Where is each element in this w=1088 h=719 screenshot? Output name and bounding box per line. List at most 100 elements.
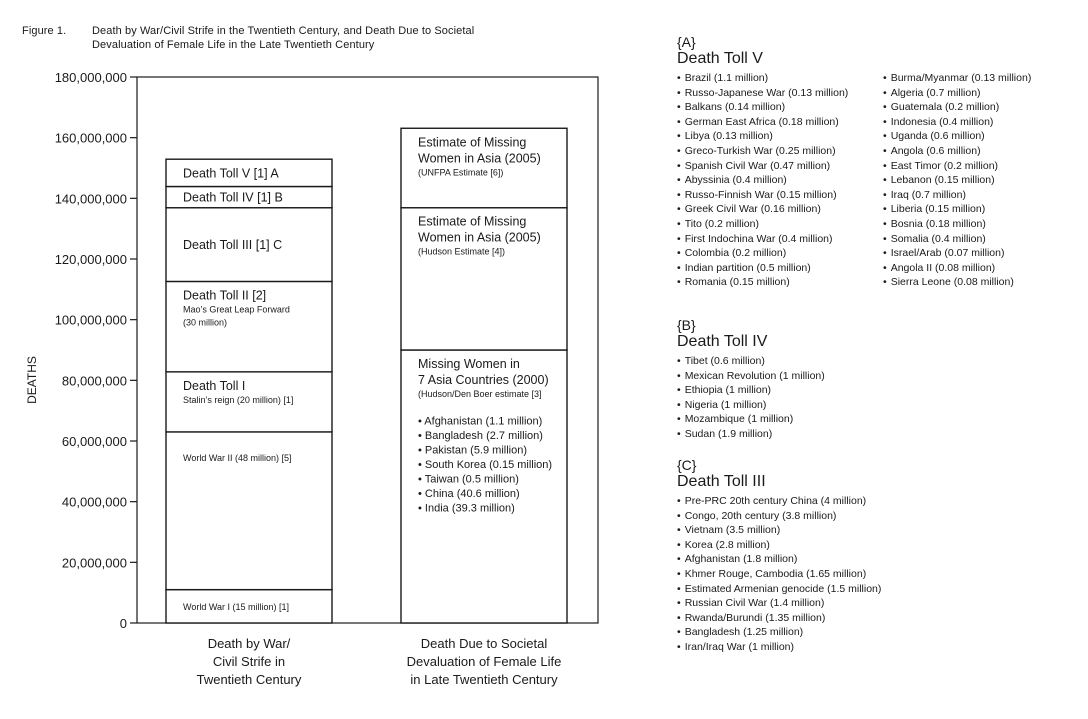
panel-c-list-item: Korea (2.8 million) [677,538,977,553]
bar-segment-label: Women in Asia (2005) [418,151,541,165]
panel-a-list-item: Guatemala (0.2 million) [883,100,1031,115]
panel-a-list-item: East Timor (0.2 million) [883,159,1031,174]
panel-b-list: Tibet (0.6 million)Mexican Revolution (1… [677,354,977,442]
panel-a-list-item: German East Africa (0.18 million) [677,115,883,130]
panel-b-list-item: Mexican Revolution (1 million) [677,369,977,384]
bar-segment-label: Missing Women in [418,357,520,371]
bar-segment [165,158,333,188]
bar-segment [165,280,333,373]
bar-segment-label: • India (39.3 million) [418,503,515,515]
y-tick-label: 180,000,000 [55,70,127,85]
figure-title-line-2: Devaluation of Female Life in the Late T… [92,39,375,51]
panel-a-list-col1: Brazil (1.1 million)Russo-Japanese War (… [677,71,883,290]
bar-segment-label: • Pakistan (5.9 million) [418,445,527,457]
panel-c-list-item: Rwanda/Burundi (1.35 million) [677,611,977,626]
bar-segment-label: Estimate of Missing [418,135,526,149]
panel-a-list-item: Romania (0.15 million) [677,275,883,290]
bar-segment-label: • Afghanistan (1.1 million) [418,416,542,428]
bar-segment-label: • South Korea (0.15 million) [418,459,552,471]
plot-frame [136,76,599,624]
panel-death-toll-iv: {B} Death Toll IV Tibet (0.6 million)Mex… [677,317,977,442]
panel-c-list: Pre-PRC 20th century China (4 million)Co… [677,494,977,655]
panel-b-list-item: Sudan (1.9 million) [677,427,977,442]
panel-a-list-item: Greek Civil War (0.16 million) [677,202,883,217]
panel-a-list-item: Indian partition (0.5 million) [677,261,883,276]
bar-segment-label: Death Toll V [1] A [183,166,279,180]
panel-b-list-item: Nigeria (1 million) [677,398,977,413]
panel-a-list-item: Russo-Finnish War (0.15 million) [677,188,883,203]
bar-segment-label: (Hudson/Den Boer estimate [3] [418,389,542,399]
panel-b-list-item: Tibet (0.6 million) [677,354,977,369]
panel-a-list-item: Angola (0.6 million) [883,144,1031,159]
bar-segment-label: World War II (48 million) [5] [183,453,292,463]
panel-c-list-item: Afghanistan (1.8 million) [677,552,977,567]
figure-title: Death by War/Civil Strife in the Twentie… [92,24,612,52]
panel-a-list-item: Bosnia (0.18 million) [883,217,1031,232]
panel-death-toll-iii: {C} Death Toll III Pre-PRC 20th century … [677,457,977,655]
y-tick-label: 120,000,000 [55,252,127,267]
panel-c-list-item: Russian Civil War (1.4 million) [677,596,977,611]
panel-a-list-item: Israel/Arab (0.07 million) [883,246,1031,261]
panel-c-list-item: Bangladesh (1.25 million) [677,625,977,640]
figure-title-line-1: Death by War/Civil Strife in the Twentie… [92,25,475,37]
bar-segment-label: Death Toll IV [1] B [183,191,283,205]
y-tick-label: 20,000,000 [62,555,127,570]
panel-b-title: Death Toll IV [677,333,768,350]
panel-a-list-item: Uganda (0.6 million) [883,129,1031,144]
panel-a-list-item: Brazil (1.1 million) [677,71,883,86]
panel-c-list-item: Estimated Armenian genocide (1.5 million… [677,582,977,597]
panel-c-list-item: Khmer Rouge, Cambodia (1.65 million) [677,567,977,582]
panel-a-list-item: Spanish Civil War (0.47 million) [677,159,883,174]
x-category-label: in Late Twentieth Century [410,672,558,687]
x-category-label: Death by War/ [208,636,291,651]
bar-segment-label: Death Toll I [183,379,245,393]
panel-a-title: Death Toll V [677,50,763,67]
bar-segment-label: Estimate of Missing [418,215,526,229]
plot-area-border [136,76,599,624]
panel-a-list-item: Angola II (0.08 million) [883,261,1031,276]
bar-segment-label: Mao’s Great Leap Forward [183,304,290,314]
panel-a-list-item: Lebanon (0.15 million) [883,173,1031,188]
panel-b-list-item: Ethiopia (1 million) [677,383,977,398]
panel-a-list-item: Iraq (0.7 million) [883,188,1031,203]
stacked-bar-chart: 0 20,000,000 40,000,000 60,000,000 80,000,00… [25,70,599,687]
y-tick-label: 160,000,000 [55,131,127,146]
panel-a-list-item: Sierra Leone (0.08 million) [883,275,1031,290]
panel-c-list-item: Iran/Iraq War (1 million) [677,640,977,655]
panel-c-list-item: Congo, 20th century (3.8 million) [677,509,977,524]
panel-a-list-item: First Indochina War (0.4 million) [677,232,883,247]
bar-segment-label: (Hudson Estimate [4]) [418,247,505,257]
y-axis-label: DEATHS [25,356,39,404]
panel-a-list-item: Balkans (0.14 million) [677,100,883,115]
figure-caption: Figure 1.Death by War/Civil Strife in th… [22,24,612,52]
panel-c-list-item: Pre-PRC 20th century China (4 million) [677,494,977,509]
panel-a-list-item: Russo-Japanese War (0.13 million) [677,86,883,101]
panel-c-key: {C} [677,457,697,473]
bar-stacks: World War I (15 million) [1]World War II… [165,127,568,624]
y-tick-label: 80,000,000 [62,373,127,388]
y-tick-label: 40,000,000 [62,495,127,510]
x-axis-category-labels: Death by War/Civil Strife in Twentieth Ce… [197,636,562,687]
y-tick-label: 0 [120,616,127,631]
panel-a-key: {A} [677,34,696,50]
panel-b-list-item: Mozambique (1 million) [677,412,977,427]
x-category-label: Death Due to Societal [421,636,548,651]
bar-segment-label: Death Toll II [2] [183,288,266,302]
panel-a-list-item: Tito (0.2 million) [677,217,883,232]
panel-a-list-item: Burma/Myanmar (0.13 million) [883,71,1032,86]
bar-segment-label: (30 million) [183,317,227,327]
bar-segment [400,127,568,209]
panel-a-list-item: Colombia (0.2 million) [677,246,883,261]
y-tick-label: 60,000,000 [62,434,127,449]
bar-segment [165,207,333,283]
y-axis: 0 20,000,000 40,000,000 60,000,000 80,000,00… [55,70,137,631]
bar-segment-label: • China (40.6 million) [418,488,520,500]
panel-a-list-item: Indonesia (0.4 million) [883,115,1031,130]
panel-a-list-item: Greco-Turkish War (0.25 million) [677,144,883,159]
x-category-label: Twentieth Century [197,672,302,687]
panel-a-list-item: Algeria (0.7 million) [883,86,1031,101]
y-tick-label: 100,000,000 [55,313,127,328]
panel-a-list-item: Libya (0.13 million) [677,129,883,144]
x-category-label: Civil Strife in [213,654,285,669]
y-tick-label: 140,000,000 [55,191,127,206]
